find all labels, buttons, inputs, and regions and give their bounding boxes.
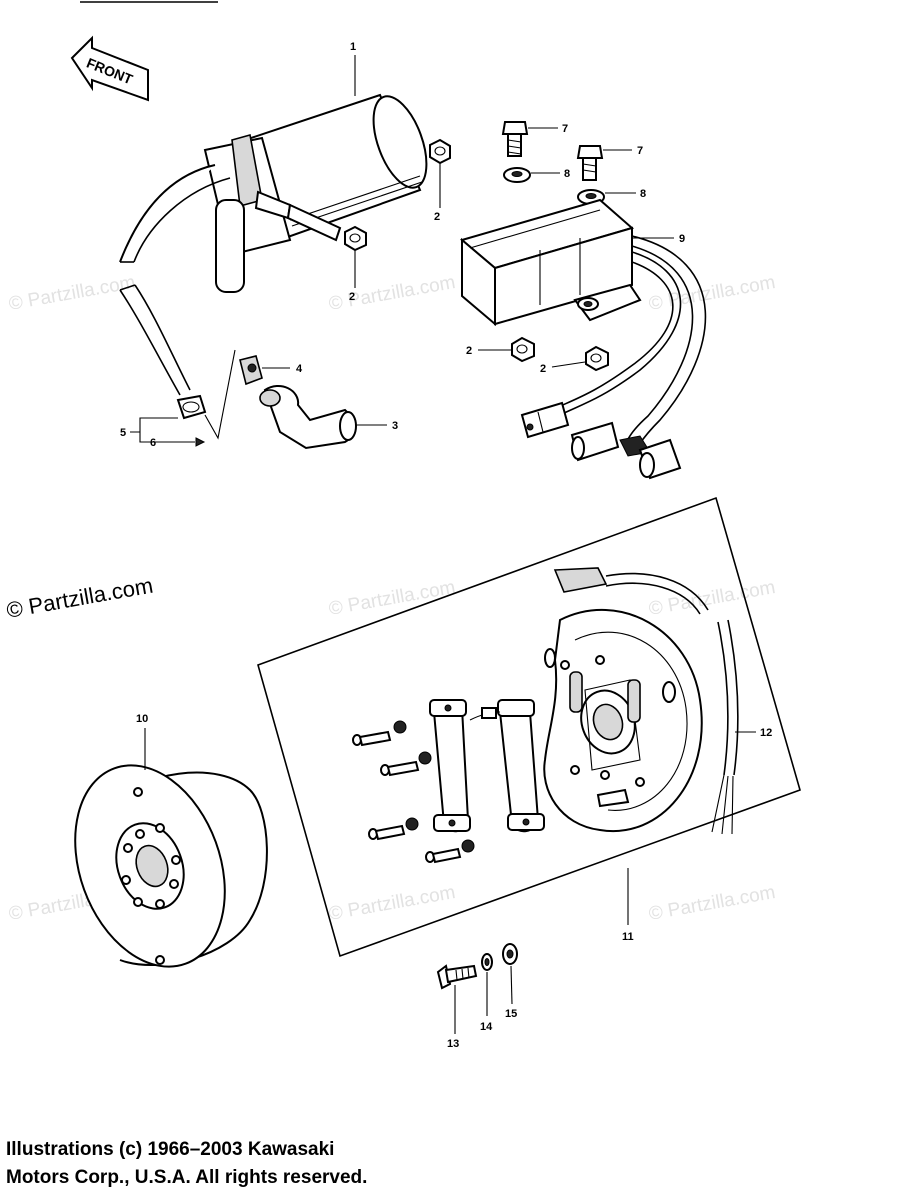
callout-15: 15 — [505, 1008, 517, 1020]
callout-7: 7 — [637, 145, 643, 157]
plain-washer — [502, 943, 518, 965]
callout-2: 2 — [434, 211, 440, 223]
leader-2 — [551, 361, 586, 368]
callout-10: 10 — [136, 713, 148, 725]
wire-lead — [711, 619, 739, 835]
watermark: © Partzilla.com — [327, 272, 457, 315]
nut — [511, 336, 535, 363]
clamp — [176, 394, 207, 420]
copyright-notice: Illustrations (c) 1966–2003 Kawasaki Mot… — [6, 1136, 706, 1192]
callout-6: 6 — [150, 437, 156, 449]
copyright-line: Illustrations (c) 1966–2003 Kawasaki — [6, 1139, 335, 1160]
exciter-coil — [469, 699, 545, 833]
cdi-unit — [459, 198, 707, 480]
callout-12: 12 — [760, 727, 772, 739]
callout-8: 8 — [564, 168, 570, 180]
copyright-line: Motors Corp., U.S.A. All rights reserved… — [6, 1167, 368, 1188]
callout-5: 5 — [120, 427, 126, 439]
callout-8: 8 — [640, 188, 646, 200]
watermark: © Partzilla.com — [327, 577, 457, 620]
stator-plate — [543, 567, 709, 833]
callout-2: 2 — [540, 363, 546, 375]
flywheel-rotor — [74, 764, 268, 968]
rotor-bolt — [436, 964, 478, 990]
screw — [368, 817, 419, 841]
nut — [585, 345, 609, 372]
watermark: © Partzilla.com — [647, 272, 777, 315]
callout-11: 11 — [622, 931, 634, 943]
terminal-cap — [239, 355, 263, 386]
bolt — [501, 121, 529, 157]
callout-4: 4 — [296, 363, 303, 375]
zigzag-leader — [204, 349, 236, 440]
front-arrow-icon: FRONT — [70, 35, 149, 102]
arrowhead — [195, 437, 206, 447]
bolt — [576, 145, 604, 181]
leader-5 — [130, 417, 195, 443]
callout-9: 9 — [679, 233, 685, 245]
callout-14: 14 — [480, 1021, 493, 1033]
callout-13: 13 — [447, 1038, 459, 1050]
ignition-coil — [119, 93, 428, 396]
watermark: © Partzilla.com — [7, 272, 137, 315]
screw — [380, 751, 432, 777]
callout-2: 2 — [466, 345, 472, 357]
watermark: © Partzilla.com — [327, 882, 457, 925]
callout-1: 1 — [350, 41, 356, 53]
watermark-main: © Partzilla.com — [5, 573, 155, 623]
watermark: © Partzilla.com — [647, 577, 777, 620]
pulser-coil — [429, 699, 471, 833]
plug-cap — [259, 385, 357, 450]
watermark: © Partzilla.com — [647, 882, 777, 925]
leader-15 — [510, 965, 513, 1005]
screw — [425, 839, 475, 864]
callout-2: 2 — [349, 291, 355, 303]
lock-washer — [481, 953, 493, 971]
callout-3: 3 — [392, 420, 398, 432]
washer — [503, 167, 531, 183]
callout-7: 7 — [562, 123, 568, 135]
stator-assembly-frame — [257, 496, 801, 958]
screw — [352, 720, 407, 747]
nut — [344, 225, 367, 252]
nut — [429, 138, 451, 165]
